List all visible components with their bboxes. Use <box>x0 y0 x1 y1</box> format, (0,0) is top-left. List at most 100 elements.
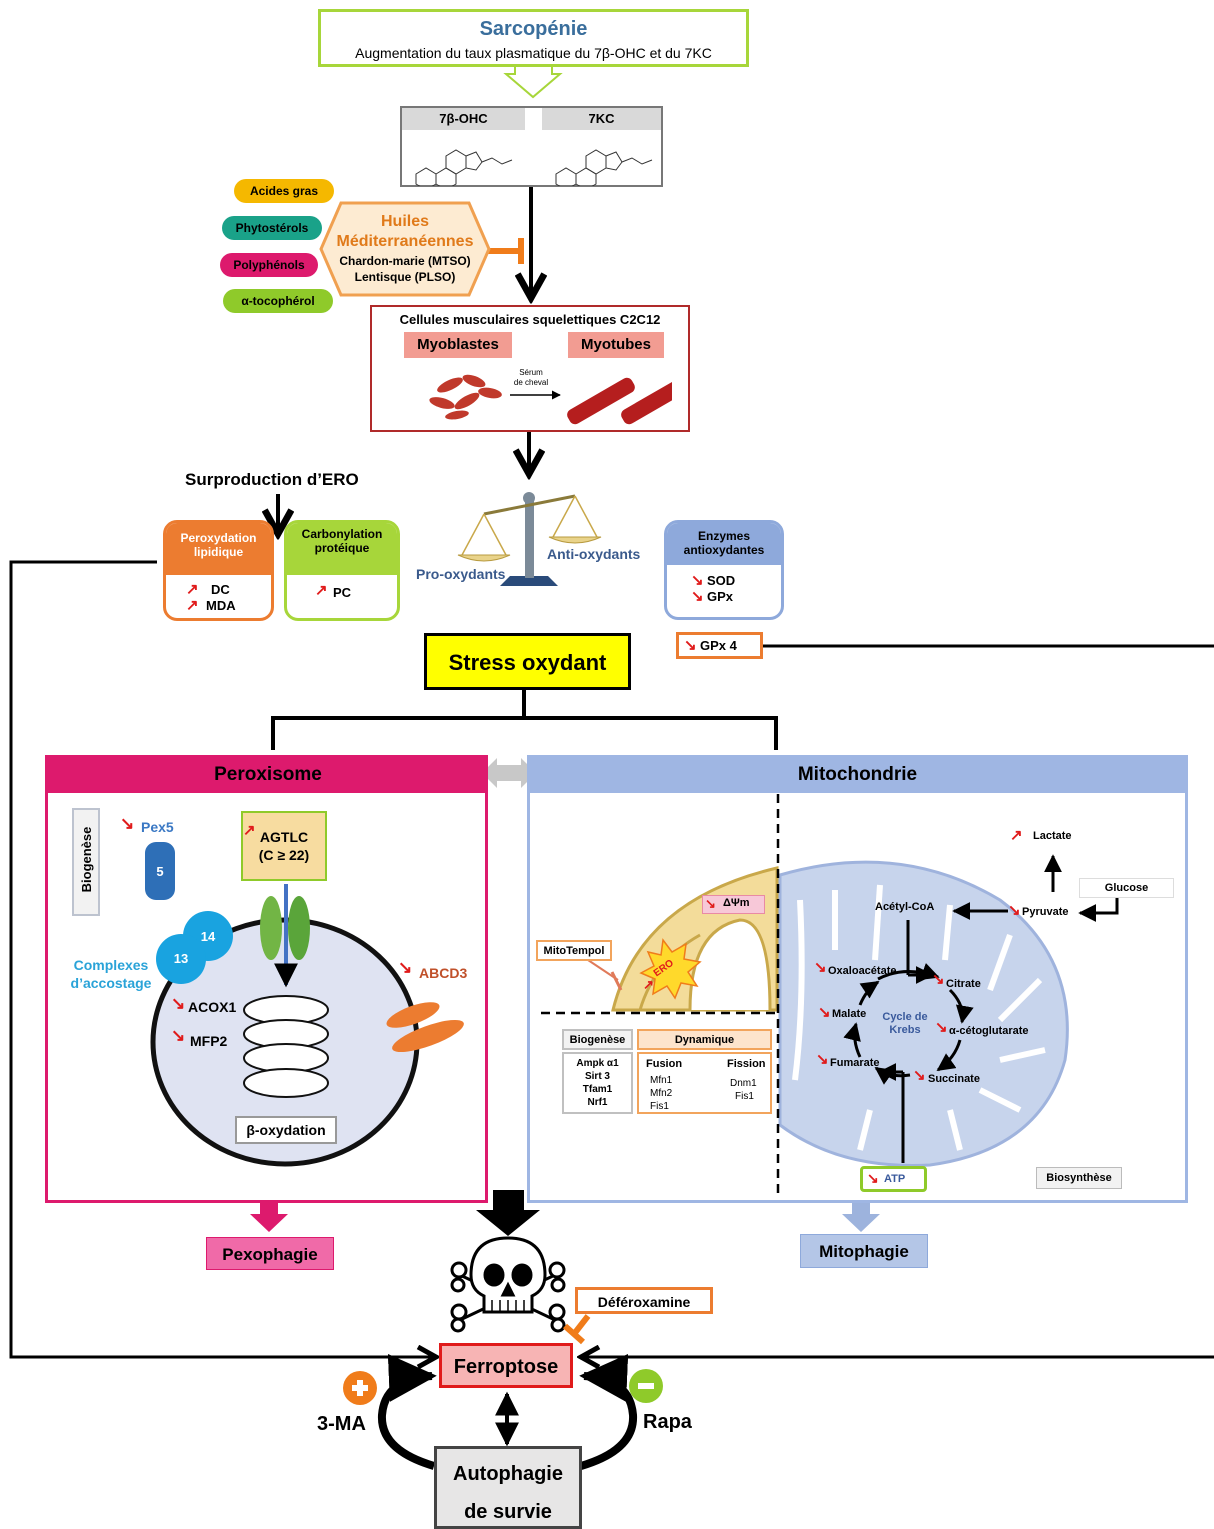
mitochondria-title: Mitochondrie <box>797 764 918 785</box>
down-arrow-icon: ↘ <box>867 1170 879 1186</box>
compound-phytosterols: Phytostérols <box>222 216 322 240</box>
down-arrow-icon: ↘ <box>171 994 186 1013</box>
acox1-label: ACOX1 <box>188 999 237 1015</box>
docking-complex-13 <box>156 934 206 984</box>
header-box: Sarcopénie Augmentation du taux plasmati… <box>318 9 749 67</box>
pex5-icon <box>145 842 175 900</box>
protein-carbonylation-title: Carbonylation protéique <box>301 527 383 555</box>
gpx4-label: GPx 4 <box>700 638 737 653</box>
krebs-cycle-arrows <box>843 920 974 1163</box>
autophagy-box: Autophagie de survie <box>434 1446 582 1529</box>
down-arrow-icon: ↘ <box>913 1067 926 1084</box>
glucose-label: Glucose <box>1079 878 1174 898</box>
three-ma-label: 3-MA <box>317 1413 366 1435</box>
agtlc-box: ↗ AGTLC (C ≥ 22) <box>241 811 327 881</box>
citrate-label: Citrate <box>946 978 981 990</box>
lipid-peroxidation-title: Peroxydation lipidique <box>180 531 257 559</box>
lipid-item-dc: DC <box>211 582 230 597</box>
up-arrow-icon: ↗ <box>643 977 654 992</box>
mito-dynamics-header: Dynamique <box>637 1029 772 1050</box>
up-arrow-icon: ↗ <box>186 597 199 614</box>
cells-illustration <box>429 374 672 425</box>
serum-label-2: de cheval <box>513 378 549 387</box>
ero-title: Surproduction d’ERO <box>185 470 359 489</box>
down-arrow-icon: ↘ <box>935 1019 948 1036</box>
cells-box: Cellules musculaires squelettiques C2C12… <box>370 305 690 432</box>
rapa-label: Rapa <box>643 1411 692 1433</box>
fusion-item: Mfn2 <box>650 1088 673 1099</box>
mitochondrion-outer <box>778 860 1069 1167</box>
down-arrow-icon: ↘ <box>120 814 135 833</box>
connector-left <box>9 560 436 1357</box>
biosynthesis-label: Biosynthèse <box>1036 1167 1122 1189</box>
delta-psi-box: ↘ ΔΨm <box>702 895 765 914</box>
fission-item: Fis1 <box>735 1091 754 1102</box>
fusion-item: Fis1 <box>650 1101 669 1112</box>
stress-label: Stress oxydant <box>448 650 607 675</box>
peroxisome-biogenesis-tag: Biogenèse <box>72 808 100 916</box>
myoblasts-label: Myoblastes <box>404 332 512 358</box>
oils-plso: Lentisque (PLSO) <box>354 270 456 284</box>
oils-title-1: Huiles <box>380 213 429 230</box>
loop-left-arrow <box>377 1353 437 1470</box>
beta-oxidation-label: β-oxydation <box>235 1116 337 1144</box>
autophagy-label-2: de survie <box>464 1501 552 1523</box>
down-arrow-icon: ↘ <box>1008 902 1021 919</box>
down-arrow-icon: ↘ <box>932 971 945 988</box>
mitophagie-arrow <box>842 1203 880 1232</box>
mito-dynamics-list: Fusion Fission Mfn1 Mfn2 Fis1 Dnm1 Fis1 <box>637 1052 772 1114</box>
skull-icon <box>450 1236 566 1333</box>
atp-box: ↘ ATP <box>860 1166 927 1192</box>
down-arrow-icon: ↘ <box>814 959 827 976</box>
compound-fatty-acids: Acides gras <box>234 179 334 203</box>
enzymes-box: Enzymes antioxydantes ↘ ↘ SOD GPx <box>664 520 784 620</box>
mito-biogenesis-list: Ampk α1 Sirt 3 Tfam1 Nrf1 <box>562 1052 633 1114</box>
oils-title-2: Méditerranéennes <box>336 233 474 250</box>
mitotempol-box: MitoTempol <box>536 940 612 961</box>
peroxisome-panel: Peroxisome <box>45 755 488 1203</box>
biogenesis-item: Nrf1 <box>587 1097 608 1108</box>
enzymes-title: Enzymes antioxydantes <box>683 529 765 557</box>
pexophagie-arrow <box>250 1203 288 1232</box>
serum-label-1: Sérum <box>519 368 543 377</box>
docking-13-label: 13 <box>173 951 189 966</box>
down-arrow-icon: ↘ <box>705 896 716 911</box>
compound-polyphenols: Polyphénols <box>220 253 318 277</box>
stress-box: Stress oxydant <box>424 633 631 690</box>
page-subtitle: Augmentation du taux plasmatique du 7β-O… <box>355 45 712 61</box>
up-arrow-icon: ↗ <box>243 822 256 839</box>
agtlc-chain-label: (C ≥ 22) <box>258 847 310 863</box>
down-arrow-icon: ↘ <box>684 637 697 654</box>
beta-oxidation-stack <box>243 995 329 1098</box>
mitophagie-label: Mitophagie <box>800 1234 928 1268</box>
gpx4-box: ↘ GPx 4 <box>676 632 763 659</box>
death-arrow <box>476 1190 540 1236</box>
up-arrow-icon: ↗ <box>186 581 199 598</box>
lipid-item-mda: MDA <box>206 598 236 613</box>
peroxisome-title: Peroxisome <box>214 764 322 785</box>
pyruvate-label: Pyruvate <box>1022 906 1069 918</box>
myotubes-label: Myotubes <box>568 332 664 358</box>
autophagy-label-1: Autophagie <box>453 1463 563 1485</box>
alpha-ketoglutarate-label: α-cétoglutarate <box>949 1025 1029 1037</box>
lactate-label: Lactate <box>1033 830 1072 842</box>
mitochondria-panel: Mitochondrie <box>527 755 1188 1203</box>
fission-item: Dnm1 <box>730 1078 757 1089</box>
up-arrow-icon: ↗ <box>1010 827 1023 844</box>
abcd3-label: ABCD3 <box>419 965 468 981</box>
balance-scale-icon <box>457 492 602 586</box>
organelle-crosstalk-arrow <box>482 758 536 788</box>
pex5-number: 5 <box>156 864 164 879</box>
oxysterol-7kc-label: 7KC <box>542 108 661 130</box>
acetyl-coa-label: Acétyl-CoA <box>875 901 935 913</box>
docking-14-label: 14 <box>200 929 216 944</box>
ferroptose-label: Ferroptose <box>439 1343 573 1388</box>
oils-hexagon <box>319 201 491 297</box>
compound-tocopherol: α-tocophérol <box>223 289 333 313</box>
page-title: Sarcopénie <box>479 18 588 40</box>
anti-oxidants-label: Anti-oxydants <box>547 546 641 562</box>
deferoxamine-label: Déféroxamine <box>575 1287 713 1314</box>
krebs-label-1: Cycle de <box>882 1011 928 1023</box>
enzyme-item-gpx: GPx <box>707 589 734 604</box>
atp-label: ATP <box>884 1173 906 1185</box>
